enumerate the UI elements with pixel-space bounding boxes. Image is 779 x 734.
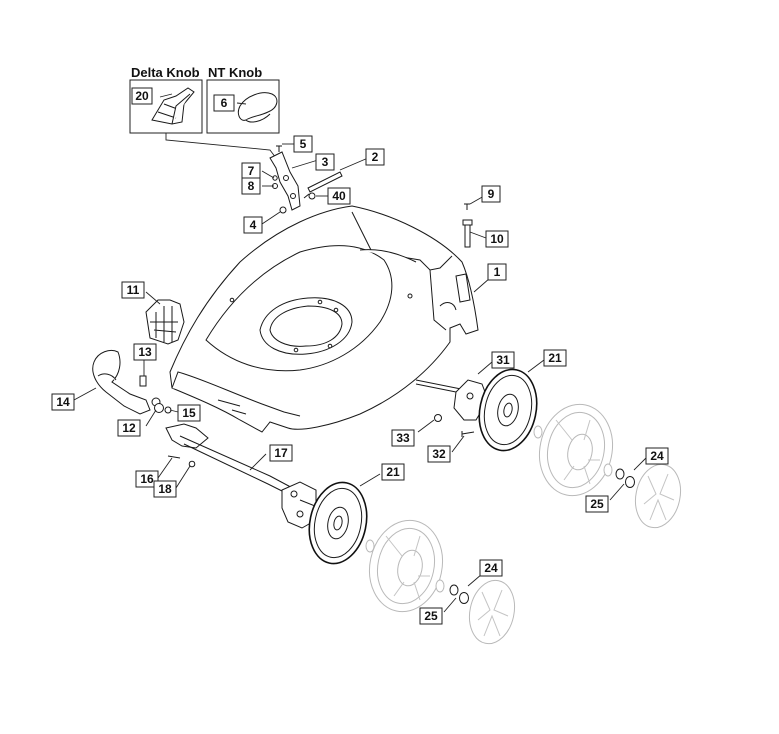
front-tyre-outline bbox=[365, 519, 445, 613]
svg-text:1: 1 bbox=[494, 265, 501, 279]
bushing-12 bbox=[154, 403, 164, 413]
nt-knob-title: NT Knob bbox=[208, 65, 262, 80]
svg-text:5: 5 bbox=[300, 137, 307, 151]
callout-9: 9 bbox=[481, 185, 501, 203]
svg-text:25: 25 bbox=[424, 609, 438, 623]
svg-text:21: 21 bbox=[548, 351, 562, 365]
front-washer-nut bbox=[449, 584, 469, 604]
svg-text:2: 2 bbox=[372, 150, 379, 164]
svg-text:4: 4 bbox=[250, 218, 257, 232]
callout-labels: 20 6 5 3 2 7 8 40 4 9 10 1 11 13 14 15 1… bbox=[51, 87, 669, 625]
svg-text:40: 40 bbox=[332, 189, 346, 203]
delta-knob-part bbox=[151, 87, 195, 125]
callout-3: 3 bbox=[315, 153, 335, 171]
rear-tyre-outline bbox=[533, 403, 613, 497]
svg-text:17: 17 bbox=[274, 446, 288, 460]
callout-25-rear: 25 bbox=[585, 495, 609, 513]
callout-24-rear: 24 bbox=[645, 447, 669, 465]
screw-5 bbox=[276, 145, 282, 152]
rear-wheel-21 bbox=[478, 368, 538, 452]
callout-21-front: 21 bbox=[381, 463, 405, 481]
callout-16: 16 bbox=[135, 470, 159, 488]
nt-knob-part bbox=[237, 92, 278, 123]
pin-10-shaft bbox=[464, 224, 471, 248]
screw-9 bbox=[464, 203, 470, 210]
svg-text:11: 11 bbox=[127, 283, 140, 297]
washer-7 bbox=[272, 175, 278, 181]
svg-text:32: 32 bbox=[432, 447, 446, 461]
svg-text:7: 7 bbox=[248, 164, 255, 178]
height-pin-assembly bbox=[462, 203, 473, 248]
knob-leader-line bbox=[165, 133, 277, 159]
callout-21-rear: 21 bbox=[543, 349, 567, 367]
bracket-11-part bbox=[145, 299, 185, 345]
bolt-16 bbox=[167, 455, 181, 459]
handle-bracket-assembly bbox=[269, 145, 343, 214]
rear-washer-nut bbox=[615, 468, 635, 488]
svg-text:3: 3 bbox=[322, 155, 329, 169]
pin-10-head bbox=[462, 219, 473, 226]
nt-knob-box bbox=[206, 79, 280, 134]
svg-text:24: 24 bbox=[484, 561, 498, 575]
height-lever-assembly bbox=[92, 349, 172, 415]
callout-8: 8 bbox=[241, 177, 261, 195]
svg-text:6: 6 bbox=[221, 96, 228, 110]
callout-33: 33 bbox=[391, 429, 415, 447]
callout-25-front: 25 bbox=[419, 607, 443, 625]
front-axle-assembly bbox=[165, 423, 331, 529]
svg-text:8: 8 bbox=[248, 179, 255, 193]
nut-18 bbox=[188, 460, 196, 468]
callout-10: 10 bbox=[485, 230, 509, 248]
callout-11: 11 bbox=[121, 281, 145, 299]
bolt-32 bbox=[461, 431, 475, 437]
svg-text:16: 16 bbox=[140, 472, 154, 486]
svg-text:9: 9 bbox=[488, 187, 495, 201]
svg-text:10: 10 bbox=[490, 232, 504, 246]
callout-15: 15 bbox=[177, 404, 201, 422]
svg-text:31: 31 bbox=[496, 353, 510, 367]
svg-text:12: 12 bbox=[122, 421, 136, 435]
front-hubcap-outline bbox=[468, 579, 516, 645]
svg-text:18: 18 bbox=[158, 482, 172, 496]
callout-18: 18 bbox=[153, 480, 177, 498]
svg-text:20: 20 bbox=[135, 89, 149, 103]
svg-text:13: 13 bbox=[138, 345, 152, 359]
delta-knob-title: Delta Knob bbox=[131, 65, 200, 80]
svg-text:24: 24 bbox=[650, 449, 664, 463]
callout-40: 40 bbox=[327, 187, 351, 205]
callout-6: 6 bbox=[213, 94, 235, 112]
svg-text:21: 21 bbox=[386, 465, 400, 479]
callout-2: 2 bbox=[365, 148, 385, 166]
rear-hubcap-outline bbox=[634, 463, 682, 529]
callout-13: 13 bbox=[133, 343, 157, 361]
callout-1: 1 bbox=[487, 263, 507, 281]
callout-14: 14 bbox=[51, 393, 75, 411]
callout-17: 17 bbox=[269, 444, 293, 462]
clip-40 bbox=[308, 192, 316, 200]
mower-deck-part bbox=[169, 205, 479, 433]
screw-13 bbox=[139, 375, 147, 387]
callout-20: 20 bbox=[131, 87, 153, 105]
callout-7: 7 bbox=[241, 162, 261, 180]
callout-32: 32 bbox=[427, 445, 451, 463]
nut-4 bbox=[279, 206, 287, 214]
callout-12: 12 bbox=[117, 419, 141, 437]
nut-33 bbox=[434, 414, 442, 422]
knob-variants-panel: Delta Knob NT Knob bbox=[129, 65, 280, 159]
svg-text:25: 25 bbox=[590, 497, 604, 511]
callout-31: 31 bbox=[491, 351, 515, 369]
front-wheel-21 bbox=[308, 481, 368, 565]
rear-axle-assembly bbox=[415, 379, 489, 437]
leader-lines bbox=[73, 93, 647, 613]
callout-4: 4 bbox=[243, 216, 263, 234]
svg-text:33: 33 bbox=[396, 431, 410, 445]
bolt-2 bbox=[307, 171, 343, 193]
svg-text:14: 14 bbox=[56, 395, 70, 409]
callout-5: 5 bbox=[293, 135, 313, 153]
callout-24-front: 24 bbox=[479, 559, 503, 577]
svg-text:15: 15 bbox=[182, 406, 196, 420]
